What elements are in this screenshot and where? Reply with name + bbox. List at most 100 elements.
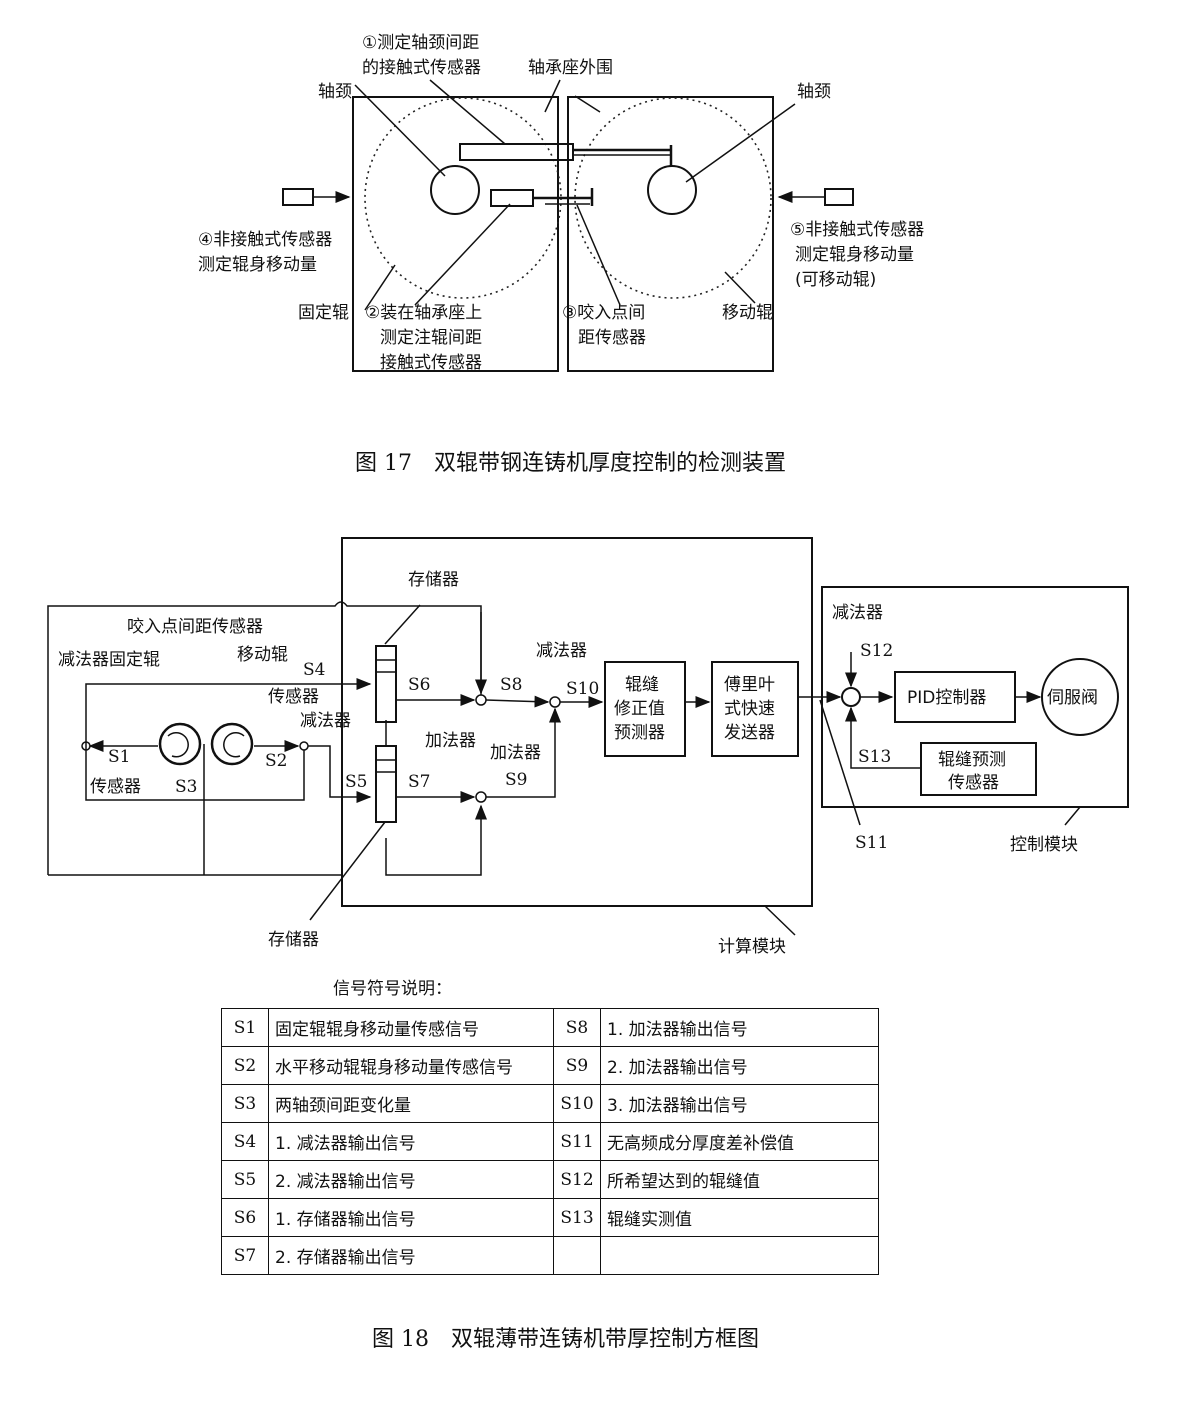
svg-text:辊缝: 辊缝	[625, 675, 659, 695]
legend-code: S6	[221, 1198, 269, 1237]
label: PID控制器	[907, 688, 986, 708]
subtractor-ctrl	[841, 687, 861, 707]
legend-desc: 1. 存储器输出信号	[268, 1198, 554, 1237]
svg-text:的接触式传感器: 的接触式传感器	[362, 58, 481, 78]
adder-2	[475, 791, 487, 803]
label: 辊缝	[625, 675, 659, 695]
legend-desc2: 3. 加法器输出信号	[600, 1084, 879, 1123]
label: 加法器	[490, 743, 541, 763]
svg-text:S1: S1	[108, 747, 130, 767]
svg-text:④非接触式传感器: ④非接触式传感器	[198, 230, 332, 250]
svg-text:S4: S4	[303, 660, 325, 680]
gap-sensor	[920, 742, 1037, 796]
label: 固定辊	[298, 303, 349, 323]
svg-text:S3: S3	[175, 777, 197, 797]
svg-text:测定注辊间距: 测定注辊间距	[380, 328, 482, 348]
legend-code2	[553, 1236, 601, 1275]
svg-text:⑤非接触式传感器: ⑤非接触式传感器	[790, 220, 924, 240]
label: 减法器固定辊	[58, 650, 160, 670]
moving-roll-outline	[574, 97, 772, 299]
svg-text:控制模块: 控制模块	[1010, 835, 1078, 855]
svg-text:轴颈: 轴颈	[318, 82, 352, 102]
legend-desc2: 2. 加法器输出信号	[600, 1046, 879, 1085]
svg-text:测定辊身移动量: 测定辊身移动量	[198, 255, 317, 275]
journal-left	[430, 165, 480, 215]
sensor4-body	[282, 188, 314, 206]
gap-predictor	[604, 661, 686, 757]
svg-text:傅里叶: 傅里叶	[724, 675, 775, 695]
memory-top	[375, 645, 397, 723]
subtractor-3	[549, 696, 561, 708]
svg-text:S6: S6	[408, 675, 430, 695]
svg-text:伺服阀: 伺服阀	[1047, 688, 1098, 708]
label: 传感器	[268, 687, 319, 707]
legend-code: S7	[221, 1236, 269, 1275]
svg-text:①测定轴颈间距: ①测定轴颈间距	[362, 33, 479, 53]
svg-text:式快速: 式快速	[724, 699, 775, 719]
svg-text:②装在轴承座上: ②装在轴承座上	[365, 303, 482, 323]
legend-code2: S9	[553, 1046, 601, 1085]
moving-roll	[210, 722, 254, 766]
svg-text:③咬入点间: ③咬入点间	[562, 303, 645, 323]
svg-text:S2: S2	[265, 751, 287, 771]
label: S13	[858, 747, 891, 767]
label: 辊缝预测	[938, 750, 1006, 770]
svg-text:传感器: 传感器	[90, 777, 141, 797]
label: 控制模块	[1010, 835, 1078, 855]
svg-text:PID控制器: PID控制器	[907, 688, 986, 708]
label: 减法器	[536, 641, 587, 661]
legend-desc2	[600, 1236, 879, 1275]
label: S1	[108, 747, 130, 767]
label: S3	[175, 777, 197, 797]
servo-valve	[1041, 658, 1119, 736]
subtractor-s2	[299, 741, 309, 751]
legend-desc: 水平移动辊辊身移动量传感信号	[268, 1046, 554, 1085]
legend-desc2: 无高频成分厚度差补偿值	[600, 1122, 879, 1161]
sensor1-body	[459, 143, 574, 161]
sensor5-body	[824, 188, 854, 206]
legend-title: 信号符号说明：	[333, 979, 452, 999]
svg-text:传感器: 传感器	[948, 773, 999, 793]
label: S4	[303, 660, 325, 680]
legend-desc: 1. 减法器输出信号	[268, 1122, 554, 1161]
fixed-housing	[352, 96, 559, 372]
legend-code: S4	[221, 1122, 269, 1161]
svg-text:传感器: 传感器	[268, 687, 319, 707]
svg-text:距传感器: 距传感器	[578, 328, 646, 348]
legend-desc: 两轴颈间距变化量	[268, 1084, 554, 1123]
label: 测定注辊间距	[380, 328, 482, 348]
svg-text:减法器: 减法器	[300, 711, 351, 731]
label: (可移动辊)	[795, 270, 876, 290]
label: 存储器	[268, 930, 319, 950]
svg-text:S5: S5	[345, 772, 367, 792]
legend-code2: S10	[553, 1084, 601, 1123]
label: 咬入点间距传感器	[127, 617, 263, 637]
svg-text:S8: S8	[500, 675, 522, 695]
svg-text:存储器: 存储器	[268, 930, 319, 950]
legend-desc: 2. 存储器输出信号	[268, 1236, 554, 1275]
svg-text:移动辊: 移动辊	[722, 303, 773, 323]
svg-text:存储器: 存储器	[408, 570, 459, 590]
legend-code: S3	[221, 1084, 269, 1123]
legend-code: S1	[221, 1008, 269, 1047]
sensor2-body	[490, 189, 534, 207]
label: ①测定轴颈间距	[362, 33, 479, 53]
fig18-caption: 图 18 双辊薄带连铸机带厚控制方框图	[372, 1327, 759, 1352]
legend-code2: S11	[553, 1122, 601, 1161]
label: 测定辊身移动量	[795, 245, 914, 265]
fixed-roll	[158, 722, 202, 766]
label: 减法器	[300, 711, 351, 731]
calc-module	[341, 537, 813, 907]
moving-housing	[567, 96, 774, 372]
svg-text:修正值: 修正值	[614, 699, 665, 719]
svg-text:图 17 双辊带钢连铸机厚度控制的检测装置: 图 17 双辊带钢连铸机厚度控制的检测装置	[355, 451, 786, 476]
svg-text:测定辊身移动量: 测定辊身移动量	[795, 245, 914, 265]
svg-text:S13: S13	[858, 747, 891, 767]
label: S10	[566, 679, 599, 699]
label: 修正值	[614, 699, 665, 719]
